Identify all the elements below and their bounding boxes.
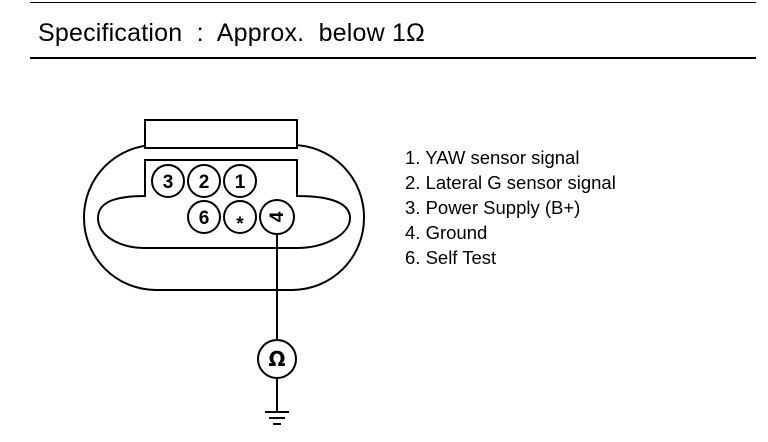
pin-6-label: 6 [199,208,210,229]
pin-2-circle [187,164,221,198]
ground-symbol-icon [265,411,289,425]
pin-3: 3 [151,164,185,198]
pin-4: 4 [259,199,295,235]
pin-2-label: 2 [199,172,210,193]
specification-header: Specification : Approx. below 1Ω [0,0,768,62]
connector-housing [83,119,365,291]
pin-2: 2 [187,164,221,198]
pin-1-label: 1 [235,172,246,193]
pin-1: 1 [223,164,257,198]
pin-1-circle [223,164,257,198]
specification-separator: : [196,19,204,47]
pin-6: 6 [187,200,221,234]
legend-item: 4. Ground [405,222,488,243]
legend-item: 6. Self Test [405,247,497,268]
housing-latch-tab [144,119,298,149]
connector-pins: 3 2 1 6 * 4 [151,164,295,235]
pin-3-circle [151,164,185,198]
legend-item: 3. Power Supply (B+) [405,197,581,218]
ohmmeter-symbol: Ω [268,347,285,371]
header-top-rule [30,2,756,3]
pin-star-label: * [236,214,244,235]
legend-item: 2. Lateral G sensor signal [405,172,616,193]
pin-star: * [223,200,257,235]
pin-6-circle [187,200,221,234]
header-bottom-rule [30,57,756,59]
specification-line: Specification : Approx. below 1Ω [38,18,425,48]
pin-star-circle [223,200,257,234]
pin-legend: 1. YAW sensor signal 2. Lateral G sensor… [405,145,616,270]
specification-value: Approx. below 1Ω [216,19,426,47]
legend-item: 1. YAW sensor signal [405,147,580,168]
ohmmeter: Ω [257,339,297,379]
pin-4-label: 4 [267,211,288,222]
pin-3-label: 3 [163,172,174,193]
specification-label: Specification [38,19,183,47]
housing-inner-cavity [96,159,352,249]
